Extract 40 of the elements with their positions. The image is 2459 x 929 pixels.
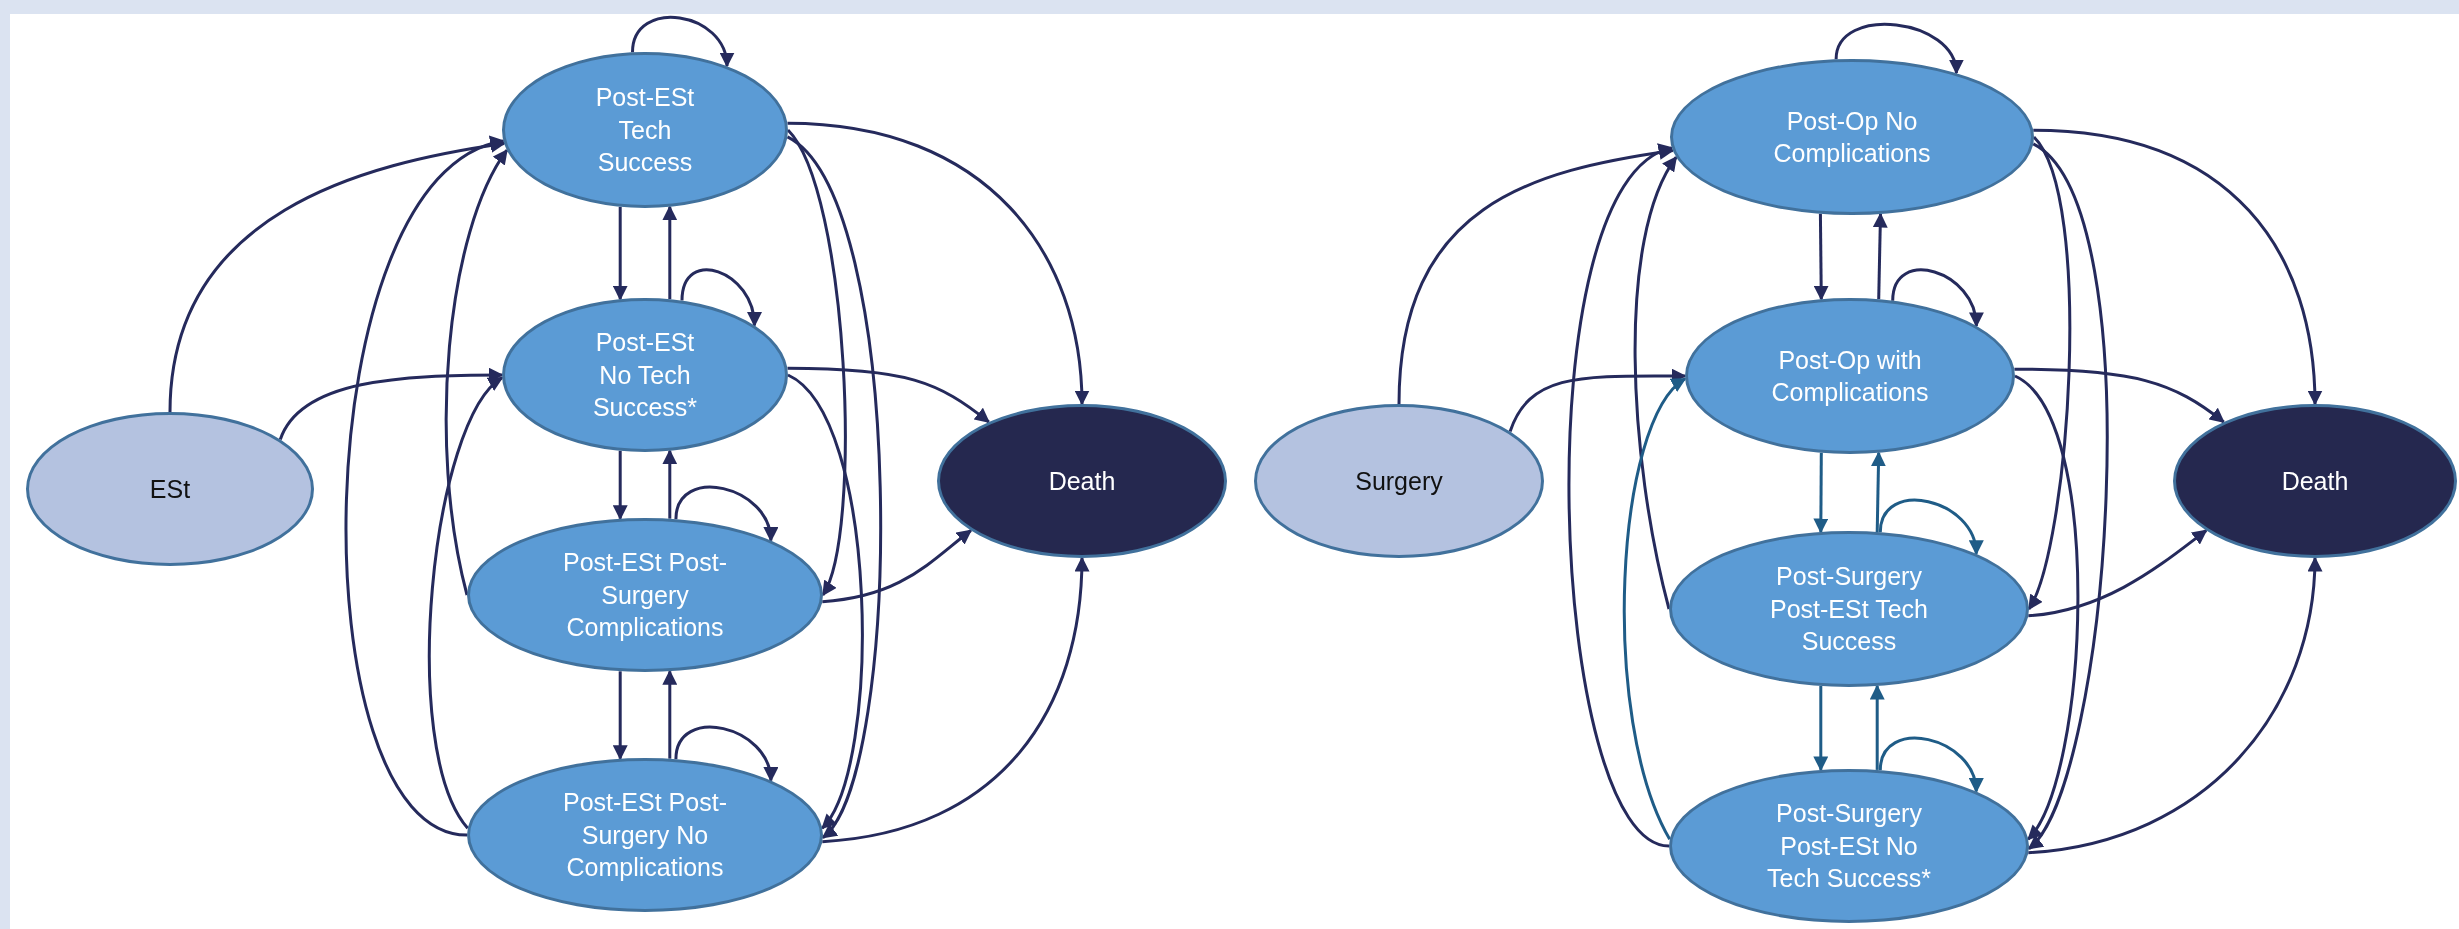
arrow: [2014, 367, 2225, 424]
arrow: [787, 366, 990, 424]
arrow: [786, 135, 882, 839]
state-label: Death: [2281, 465, 2349, 497]
arrow: [787, 121, 1089, 406]
arrow: [444, 148, 509, 596]
arrow: [1834, 22, 1962, 75]
state-label: Post-ESt No Tech Success*: [591, 327, 699, 424]
arrow: [2027, 136, 2072, 611]
arrow: [1891, 268, 1983, 328]
arrow: [2028, 556, 2322, 855]
arrow: [2033, 128, 2322, 406]
arrow: [1878, 736, 1982, 794]
arrow: [1623, 377, 1687, 840]
arrow: [1878, 498, 1982, 556]
arrow: [674, 725, 777, 783]
arrow: [1633, 155, 1678, 610]
arrow: [787, 373, 864, 830]
state-label: Post-Surgery Post-ESt No Tech Success*: [1766, 798, 1932, 895]
state-label: Death: [1048, 465, 1116, 497]
arrow: [822, 529, 973, 604]
state-label: Post-ESt Post-Surgery Complications: [562, 547, 728, 644]
arrow: [2014, 374, 2080, 841]
arrow: [822, 556, 1089, 844]
state-label: Surgery: [1355, 465, 1443, 497]
arrow: [428, 376, 504, 830]
state-label: Post-ESt Tech Success: [594, 82, 696, 179]
arrow: [680, 268, 761, 327]
arrow: [2028, 529, 2208, 618]
arrow: [631, 15, 733, 68]
arrow: [2027, 142, 2109, 850]
arrow: [1508, 368, 1687, 433]
state-label: ESt: [149, 473, 191, 505]
arrow: [278, 367, 504, 441]
state-label: Post-ESt Post-Surgery No Complications: [562, 787, 728, 884]
state-label: Post-Op No Complications: [1772, 105, 1932, 169]
state-label: Post-Surgery Post-ESt Tech Success: [1769, 561, 1929, 658]
arrow: [674, 485, 777, 543]
arrow: [786, 129, 847, 597]
state-label: Post-Op with Complications: [1770, 344, 1930, 408]
